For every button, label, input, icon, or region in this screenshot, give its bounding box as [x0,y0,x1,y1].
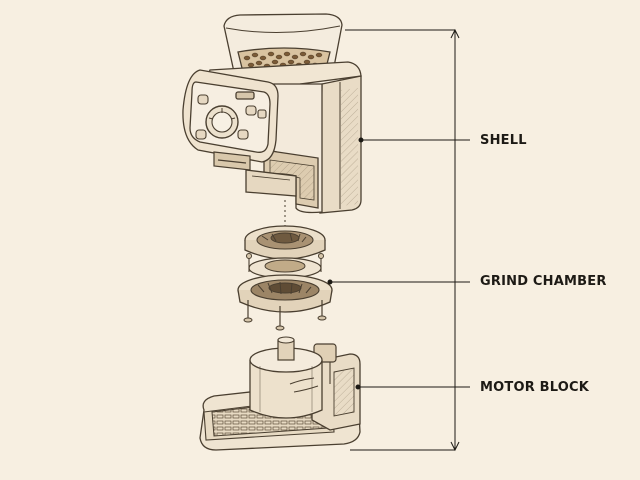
grind-chamber-label: GRIND CHAMBER [480,274,607,289]
arrowhead-up-icon [450,28,460,39]
display-window [235,91,255,100]
grounds-spout [213,151,251,171]
button-icon [237,129,249,140]
grind-chamber [237,200,333,331]
button-icon [245,105,257,116]
motor-block-label: MOTOR BLOCK [480,380,590,395]
settings-dial [205,105,239,139]
control-buttons [195,94,267,140]
button-icon [257,109,267,119]
motor-block [199,336,361,451]
shell-label: SHELL [480,133,527,148]
leader-lines [327,28,470,452]
button-icon [195,129,207,140]
button-icon [197,94,209,105]
